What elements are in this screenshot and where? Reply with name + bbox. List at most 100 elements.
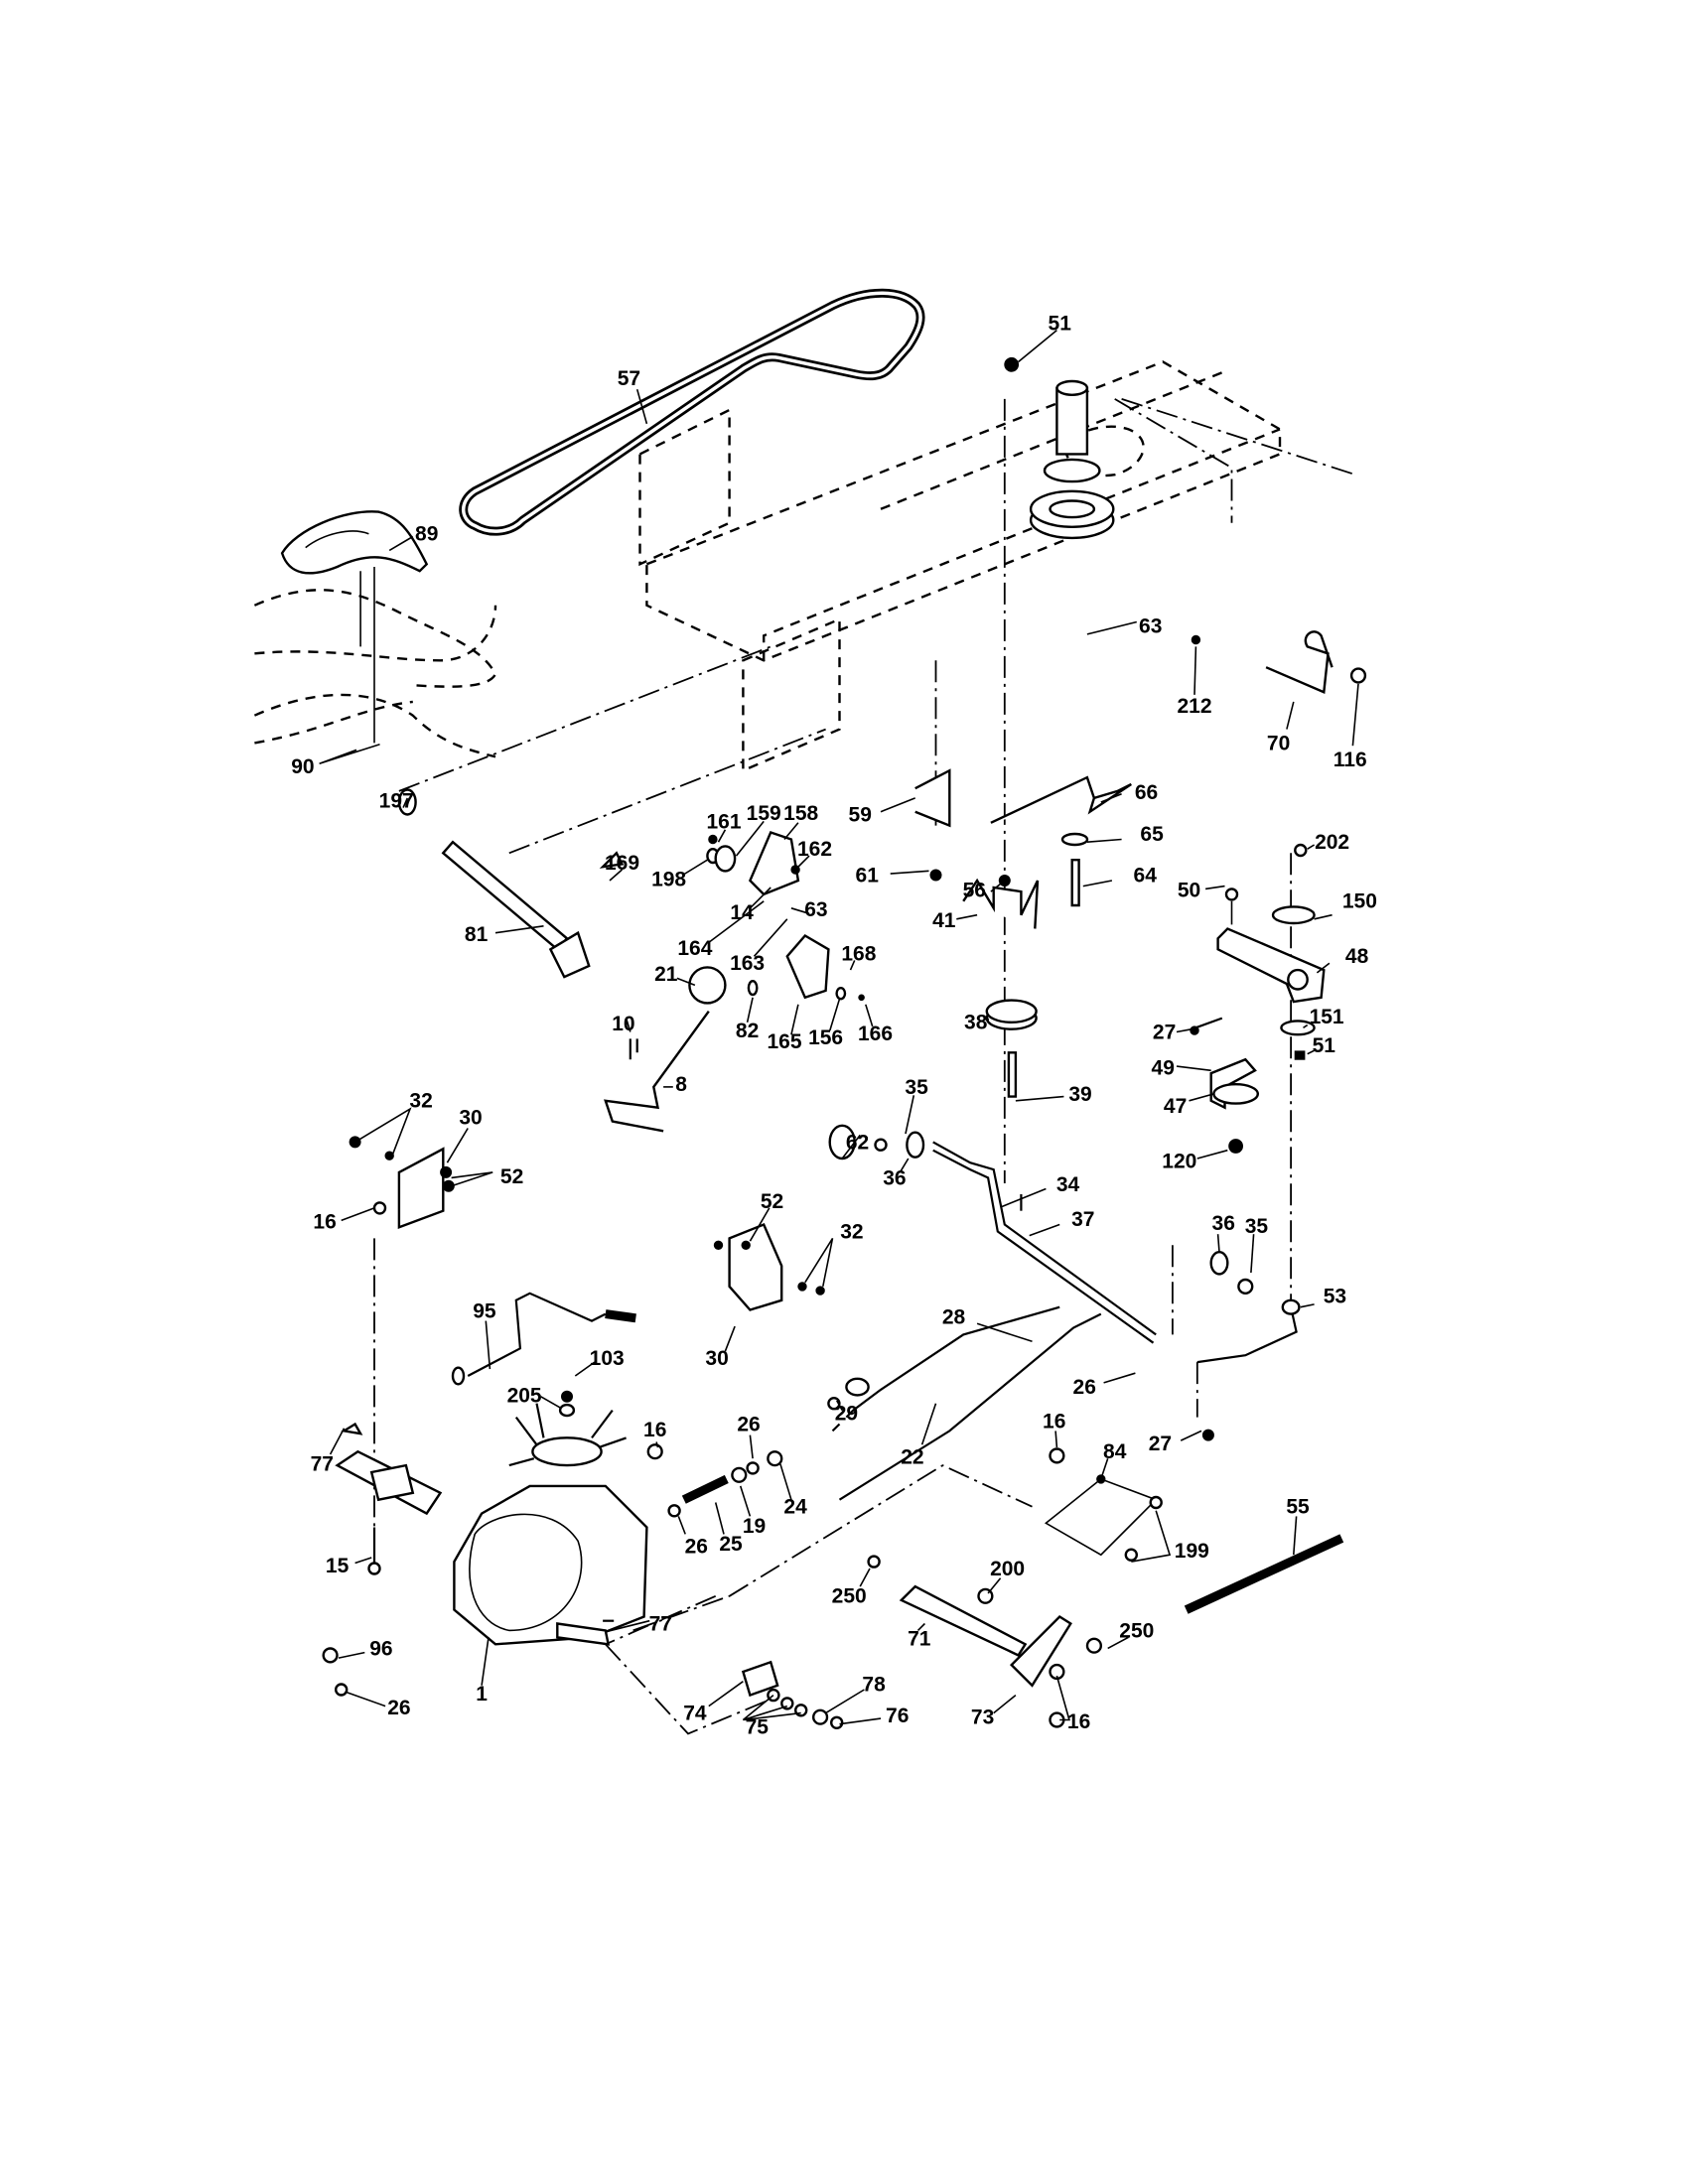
fan-blades <box>508 1403 627 1467</box>
callout-label: 74 <box>683 1703 707 1725</box>
leader-line-62 <box>841 1134 861 1160</box>
leader-line-14 <box>749 887 772 909</box>
callout-label: 164 <box>677 937 712 960</box>
knob-21 <box>688 966 727 1005</box>
leader-line-89 <box>388 535 414 552</box>
nut-120 <box>1228 1139 1243 1154</box>
bracket-30-center <box>728 1222 783 1311</box>
pulley-47 <box>1212 1083 1260 1105</box>
nut-16-left <box>372 1201 387 1215</box>
leader-line-48 <box>1316 962 1331 974</box>
leader-line-200 <box>987 1577 1002 1594</box>
plate-158 <box>748 831 800 896</box>
callout-label: 63 <box>1139 615 1162 638</box>
rod-22 <box>838 1312 1102 1501</box>
leader-line-65 <box>1086 838 1122 843</box>
bracket-59 <box>914 768 951 828</box>
callout-label: 38 <box>964 1012 988 1034</box>
leader-line-84 <box>1100 1457 1109 1480</box>
bolt-50-head <box>1224 887 1239 901</box>
bolt-32-c <box>797 1282 807 1292</box>
leader-line-150 <box>1314 913 1333 920</box>
leader-line-52 <box>749 1207 771 1242</box>
callout-label: 27 <box>1153 1021 1176 1043</box>
callout-label: 165 <box>767 1030 801 1053</box>
leader-line-57 <box>635 388 648 425</box>
shaft-84-frame <box>1044 1477 1158 1557</box>
callout-label: 14 <box>730 901 754 924</box>
leader-line-75 <box>742 1694 801 1721</box>
callout-label: 10 <box>612 1013 634 1035</box>
leader-line-198 <box>682 859 708 877</box>
pin-212 <box>1191 634 1201 645</box>
leader-line-27 <box>1176 1027 1193 1033</box>
leader-line-103 <box>574 1361 596 1377</box>
callout-label: 26 <box>1073 1376 1096 1399</box>
callout-label: 163 <box>730 952 765 975</box>
spindle-63-hub <box>1049 499 1096 519</box>
transaxle-1-cover <box>469 1513 583 1632</box>
bushing-197 <box>397 788 417 816</box>
callout-label: 161 <box>706 810 741 833</box>
leader-line-16 <box>341 1207 375 1222</box>
frame-plate-center <box>742 616 841 773</box>
seat-cover-bolt-lines <box>359 567 375 744</box>
leader-line-63 <box>790 907 810 915</box>
key-77-left <box>341 1422 363 1435</box>
leader-line-199 <box>1131 1510 1172 1563</box>
leader-line-28 <box>976 1322 1033 1343</box>
frame-rail-outline <box>645 360 1282 662</box>
callout-label: 16 <box>643 1419 666 1441</box>
leader-line-63 <box>1086 620 1137 635</box>
callout-label: 41 <box>932 909 956 932</box>
axle-right <box>556 1622 611 1646</box>
callout-label: 53 <box>1324 1286 1346 1308</box>
leader-line-71 <box>916 1622 925 1631</box>
callout-label: 90 <box>291 755 314 778</box>
callout-label: 8 <box>675 1073 687 1096</box>
leader-line-162 <box>794 855 810 871</box>
leader-line-164 <box>708 900 765 944</box>
centerline-1 <box>398 645 772 792</box>
bracket-159 <box>714 845 737 873</box>
nut-24 <box>767 1450 783 1467</box>
bolt-202-head <box>1294 843 1308 858</box>
shaft-84 <box>1096 1474 1106 1484</box>
bushing-199-a <box>1124 1548 1139 1562</box>
leader-line-158 <box>783 822 799 841</box>
leader-line-51 <box>1307 1048 1317 1055</box>
leader-line-30 <box>724 1325 736 1352</box>
leader-line-35 <box>1250 1234 1255 1274</box>
leader-line-26 <box>749 1434 754 1459</box>
leader-line-76 <box>839 1717 882 1725</box>
fastener-116 <box>1349 667 1367 684</box>
leader-line-77 <box>329 1428 346 1455</box>
callout-label: 27 <box>1149 1433 1172 1455</box>
leader-line-51 <box>1018 329 1057 363</box>
centerline-70 <box>1121 398 1356 477</box>
leader-line-32 <box>804 1237 834 1288</box>
callout-label: 65 <box>1140 823 1164 846</box>
leader-line-25 <box>714 1502 725 1535</box>
callout-label: 75 <box>746 1715 770 1738</box>
callout-label: 26 <box>685 1536 708 1559</box>
spacer-35 <box>874 1138 888 1152</box>
shift-lever-8 <box>604 1010 710 1133</box>
leader-line-61 <box>890 870 929 875</box>
nut-82 <box>747 979 759 997</box>
callout-label: 169 <box>605 852 639 875</box>
bolt-250-right <box>1085 1637 1103 1654</box>
leader-line-202 <box>1307 844 1316 850</box>
callout-label: 47 <box>1164 1095 1187 1118</box>
washer-36 <box>906 1131 925 1159</box>
callout-label: 32 <box>840 1220 863 1243</box>
callout-label: 150 <box>1342 890 1377 913</box>
pulley-150 <box>1271 905 1316 925</box>
callout-label: 52 <box>500 1165 523 1188</box>
callout-label: 34 <box>1056 1173 1080 1196</box>
callout-label: 120 <box>1162 1151 1196 1173</box>
leader-line-166 <box>865 1004 874 1027</box>
leader-line-16 <box>655 1441 659 1448</box>
bolt-32-b <box>384 1151 394 1160</box>
callout-label: 16 <box>1043 1411 1065 1433</box>
